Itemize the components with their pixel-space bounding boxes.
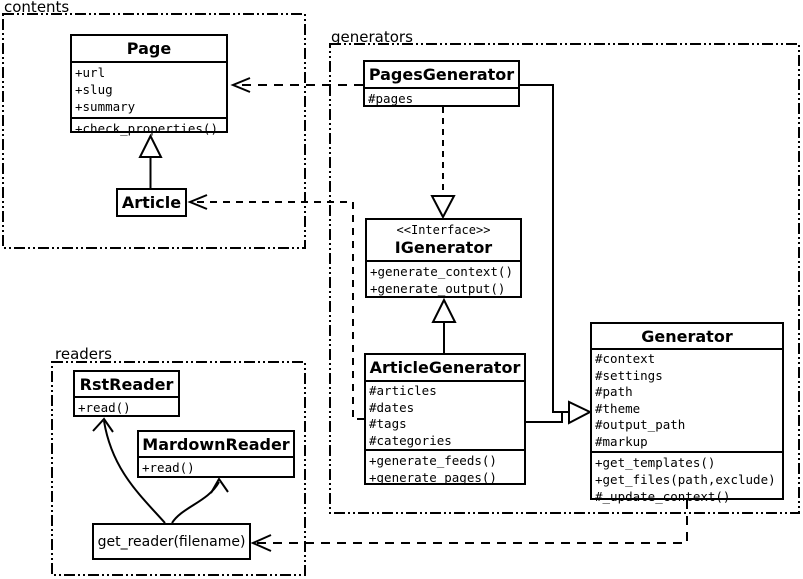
generalization-articlegenerator-to-generator-line [526, 411, 569, 423]
generalization-article-to-page-arrowhead [138, 133, 163, 158]
class-rstreader-title: RstReader [79, 374, 174, 394]
class-igenerator-stereotype: <<Interface>> [396, 223, 491, 237]
dependency-generator-to-getreader-line [257, 500, 688, 544]
method: +get_templates() [595, 455, 716, 470]
class-article: Article [116, 188, 187, 217]
class-rstreader: RstReader +read() [73, 370, 180, 417]
association-getreader-to-rstreader-line [103, 420, 166, 524]
class-igenerator-header: <<Interface>> IGenerator [367, 220, 520, 260]
class-mardownreader: MardownReader +read() [137, 430, 295, 478]
attribute: #pages [368, 91, 414, 106]
generalization-to-generator-arrowhead [568, 400, 593, 425]
attribute: #context [595, 351, 656, 366]
class-pagesgenerator-title: PagesGenerator [368, 65, 515, 84]
package-contents-frame [2, 13, 306, 249]
class-articlegenerator-attributes: #articles #dates #tags #categories [366, 380, 524, 449]
class-page-attributes: +url +slug +summary [72, 61, 226, 117]
class-articlegenerator: ArticleGenerator #articles #dates #tags … [364, 353, 526, 485]
method: +read() [142, 460, 195, 475]
package-contents-label: contents [4, 0, 70, 16]
association-getreader-to-rstreader-arrowhead [92, 417, 114, 433]
method: +generate_pages() [369, 470, 497, 485]
package-generators-frame [329, 43, 800, 514]
package-readers-frame [51, 361, 306, 576]
attribute: #settings [595, 367, 663, 383]
generalization-pagesgenerator-to-generator-line [520, 84, 569, 413]
method: +generate_context() [370, 264, 513, 279]
dependency-pagesgenerator-to-page-arrowhead [230, 77, 251, 93]
dependency-articlegenerator-to-article-arrowhead [187, 194, 208, 210]
class-mardownreader-title: MardownReader [142, 434, 290, 454]
class-igenerator: <<Interface>> IGenerator +generate_conte… [365, 218, 522, 298]
class-article-title: Article [121, 193, 182, 212]
function-get-reader-label: get_reader(filename) [97, 533, 246, 550]
class-articlegenerator-methods: +generate_feeds() +generate_pages() [366, 449, 524, 487]
attribute: #path [595, 384, 633, 399]
class-page-title: Page [126, 39, 172, 58]
class-pagesgenerator-attributes: #pages [365, 87, 518, 108]
class-igenerator-title: IGenerator [394, 238, 493, 257]
method: +generate_feeds() [369, 453, 497, 468]
method: #_update_context() [595, 489, 731, 504]
attribute: #markup [595, 433, 648, 449]
class-rstreader-methods: +read() [75, 396, 178, 418]
class-igenerator-methods: +generate_context() +generate_output() [367, 260, 520, 299]
package-generators-label: generators [331, 28, 413, 46]
class-generator-title: Generator [641, 326, 733, 346]
association-getreader-to-mardownreader-arrowhead [210, 477, 229, 494]
attribute: +summary [75, 99, 136, 114]
class-generator-attributes: #context #settings #path #theme #output_… [592, 348, 782, 451]
dependency-generator-to-getreader-arrowhead [250, 534, 272, 552]
function-get-reader: get_reader(filename) [92, 523, 251, 560]
package-readers-label: readers [55, 345, 112, 363]
attribute: #articles [369, 383, 437, 398]
class-page-methods: +check_properties() [72, 117, 226, 139]
method: +check_properties() [75, 121, 218, 136]
attribute: +url [75, 65, 106, 80]
generalization-articlegenerator-to-igenerator-arrowhead [431, 297, 457, 323]
attribute: +slug [75, 82, 113, 97]
class-articlegenerator-title: ArticleGenerator [369, 358, 521, 377]
attribute: #categories [369, 432, 452, 448]
attribute: #theme [595, 400, 641, 416]
method: +get_files(path,exclude) [595, 472, 776, 487]
method: +generate_output() [370, 281, 506, 296]
class-generator: Generator #context #settings #path #them… [590, 322, 784, 504]
method: +read() [78, 400, 131, 415]
class-page: Page +url +slug +summary +check_properti… [70, 34, 228, 136]
association-getreader-to-mardownreader-line [171, 481, 220, 524]
dependency-articlegenerator-to-article-line [194, 201, 364, 420]
class-mardownreader-methods: +read() [139, 456, 293, 479]
attribute: #dates [369, 399, 415, 415]
attribute: #tags [369, 416, 407, 431]
class-pagesgenerator: PagesGenerator #pages [363, 60, 520, 107]
class-generator-methods: +get_templates() +get_files(path,exclude… [592, 451, 782, 504]
attribute: #output_path [595, 417, 686, 432]
realization-pagesgenerator-to-igenerator-arrowhead [430, 195, 456, 220]
